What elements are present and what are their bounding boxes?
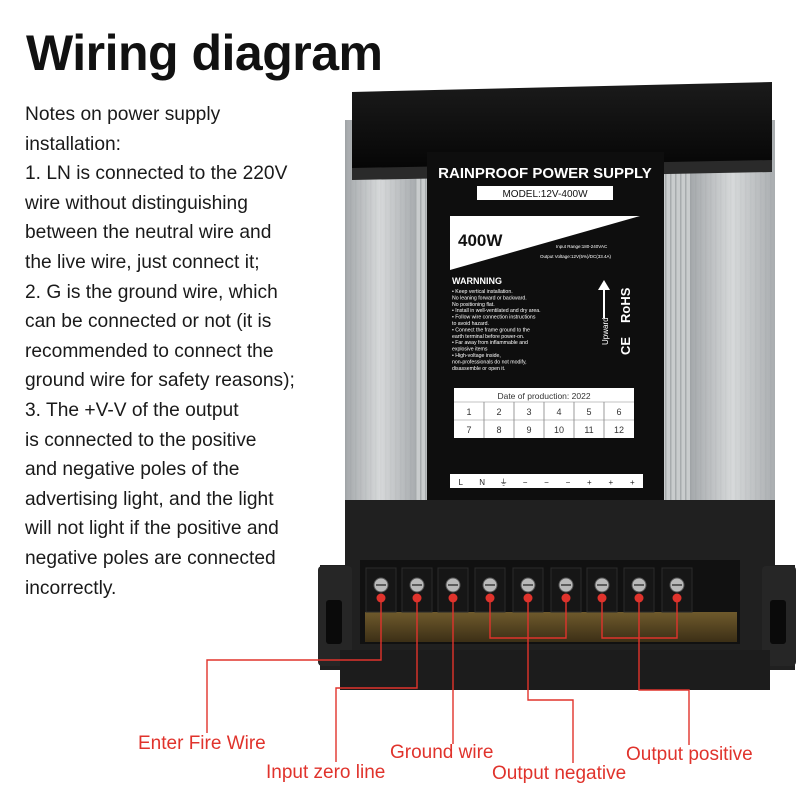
month-cell: 9 [526,425,531,435]
month-cell: 1 [466,407,471,417]
label-output-positive: Output positive [626,744,753,765]
warning-line: • Follow wire connection instructions [452,315,536,321]
month-cell: 12 [614,425,624,435]
warning-line: • Install in well-ventilated and dry are… [452,308,541,314]
note-line: the live wire, just connect it; [25,251,260,273]
month-cell: 3 [526,407,531,417]
terminal-screws [365,567,693,613]
warning-line: • High-voltage inside, [452,353,501,359]
terminal-label-strip: L N ⏚ − − − + + + [450,474,643,488]
terminal-block [318,500,796,690]
note-line: 1. LN is connected to the 220V [25,163,288,185]
warning-line: non-professionals do not modify, [452,359,527,365]
warning-line: disassemble or open it. [452,366,505,372]
month-cell: 6 [616,407,621,417]
warning-line: to avoid hazard. [452,321,489,327]
terminal-strip-label: − [566,478,571,487]
upward-arrow-icon [598,280,610,318]
terminal-strip-label: − [523,478,528,487]
label-input-zero-line: Input zero line [266,762,386,783]
month-cell: 11 [584,425,593,435]
upward-label: Upward [601,317,610,345]
page-title: Wiring diagram [26,25,383,81]
terminal-strip-label: + [608,478,613,487]
warning-line: No positioning flat. [452,302,495,308]
label-enter-fire-wire: Enter Fire Wire [138,733,266,754]
month-cell: 2 [496,407,501,417]
note-line: between the neutral wire and [25,222,272,244]
month-cell: 4 [556,407,561,417]
warning-line: • Far away from inflammable and [452,340,528,346]
month-cell: 8 [496,425,501,435]
note-line: advertising light, and the light [25,488,274,510]
note-line: is connected to the positive [25,429,257,451]
note-line: can be connected or not (it is [25,311,272,333]
warning-line: explosive items [452,347,488,353]
terminal-strip-label: + [587,478,592,487]
terminal-screw [661,567,693,613]
output-voltage: Output Voltage:12V(5%)/DC(33.4A) [540,254,612,259]
warning-line: No leaning forward or backward. [452,295,527,301]
warning-line: • Keep vertical installation. [452,289,513,295]
rohs-mark: RoHS [618,287,633,323]
note-line: and negative poles of the [25,459,240,481]
label-ground-wire: Ground wire [390,742,494,763]
warning-title: WARNNING [452,276,502,286]
terminal-strip-label: − [544,478,549,487]
terminal-screw [512,567,544,613]
terminal-strip-label: N [479,478,485,487]
month-cell: 7 [466,425,471,435]
note-line: 2. G is the ground wire, which [25,281,278,303]
month-cell: 5 [586,407,591,417]
note-line: ground wire for safety reasons); [25,370,295,392]
callout-lines [206,598,690,763]
panel-heading: RAINPROOF POWER SUPPLY [438,165,652,182]
terminal-strip-label: + [630,478,635,487]
ce-mark: CE [618,337,633,355]
model-label: MODEL:12V-400W [502,189,588,200]
month-cell: 10 [554,425,564,435]
label-panel: RAINPROOF POWER SUPPLY MODEL:12V-400W 40… [427,152,664,502]
note-line: wire without distinguishing [25,192,248,214]
installation-notes: Notes on power supply installation: 1. LN … [25,100,335,603]
input-range: Input Range:180-240VAC [556,244,608,249]
note-line: negative poles are connected [25,547,276,569]
warning-lines: • Keep vertical installation. No leaning… [452,289,541,372]
warning-line: earth terminal before power-on. [452,334,524,340]
note-line: will not light if the positive and [25,518,279,540]
warning-line: • Connect the frame ground to the [452,327,530,333]
terminal-strip-label: ⏚ [500,478,508,487]
note-line: recommended to connect the [25,340,274,362]
terminal-strip-label: L [458,478,463,487]
note-line: Notes on power supply [25,104,221,125]
note-line: 3. The +V-V of the output [25,399,239,421]
wattage-label: 400W [458,231,503,250]
production-label: Date of production: 2022 [497,391,590,401]
note-line: installation: [25,133,121,155]
label-output-negative: Output negative [492,763,627,784]
note-line: incorrectly. [25,577,117,599]
